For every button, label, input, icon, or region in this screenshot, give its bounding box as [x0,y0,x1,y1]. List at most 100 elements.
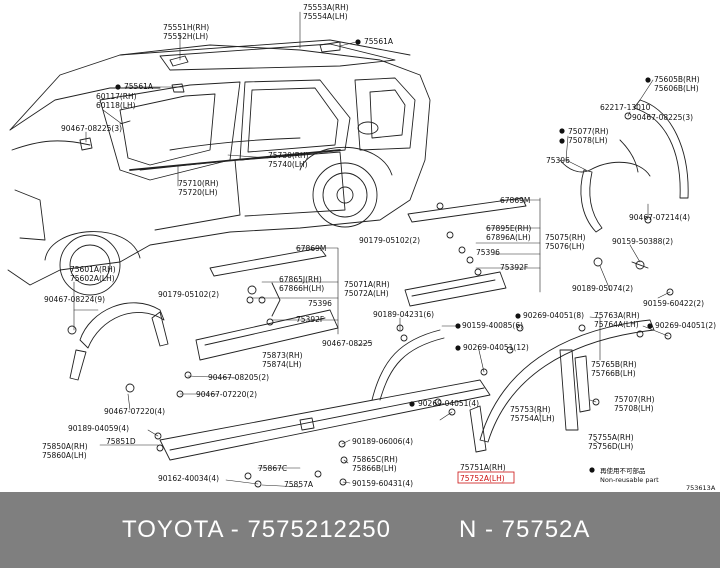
part-label: 90189-05074(2) [572,284,633,293]
part-label: 90159-60431(4) [352,479,413,488]
part-label: 75601A(RH) [70,265,116,274]
part-label: 90467-08205(2) [208,373,269,382]
part-label: 75851D [106,437,136,446]
part-label: 90467-08224(9) [44,295,105,304]
non-reusable-marker [647,323,653,329]
part-label: 75396 [546,156,570,165]
part-label: 75708(LH) [614,404,654,413]
part-label: 75602A(LH) [70,274,115,283]
part-label: 62217-13010 [600,103,651,112]
part-label: 90159-50388(2) [612,237,673,246]
part-label: 75071A(RH) [344,280,390,289]
non-reusable-marker [559,128,565,134]
leader-lines [73,11,671,488]
part-label: 75561A [364,37,394,46]
non-reusable-marker [559,138,565,144]
part-label: 75756D(LH) [588,442,633,451]
part-label: 75867C [258,464,287,473]
part-label: 75860A(LH) [42,451,87,460]
part-label: 75865C(RH) [352,455,398,464]
part-label: 75763A(RH) [594,311,640,320]
part-label: 90467-07214(4) [629,213,690,222]
part-label: 75850A(RH) [42,442,88,451]
part-label: 75740(LH) [268,160,308,169]
non-reusable-marker [645,77,651,83]
part-label: 75765B(RH) [591,360,637,369]
part-label: 75561A [124,82,154,91]
part-label: 90467-08225 [322,339,373,348]
parts-diagram-svg: 75553A(RH) 75554A(LH) 75551H(RH) 75552H(… [7,3,716,492]
part-label: 67895E(RH) [486,224,531,233]
non-reusable-marker [409,401,415,407]
part-label: 67869M [296,244,326,253]
figure-code: 753613A [686,484,716,492]
part-label: 75857A [284,480,314,489]
vehicle-body-drawing [7,39,431,296]
part-labels: 75553A(RH) 75554A(LH) 75551H(RH) 75552H(… [42,3,716,492]
quarter-belt-molding [434,319,672,453]
part-label: 75710(RH) [178,179,219,188]
part-label: 60118(LH) [96,101,136,110]
part-label: 75553A(RH) [303,3,349,12]
part-label: 75392F [296,315,324,324]
highlighted-part-label: 75752A(LH) [460,474,505,483]
part-label: 75866B(LH) [352,464,397,473]
part-label: 75078(LH) [568,136,608,145]
part-label: 90179-05102(2) [359,236,420,245]
non-reusable-marker [115,84,121,90]
legend-marker [589,467,595,473]
part-label: 75554A(LH) [303,12,348,21]
part-number-text: TOYOTA - 7575212250 [122,516,391,543]
part-label: 90269-04051(8) [523,311,584,320]
part-label: 75552H(LH) [163,32,208,41]
part-label: 90179-05102(2) [158,290,219,299]
part-label: 75605B(RH) [654,75,700,84]
part-label: 75755A(RH) [588,433,634,442]
part-label: 75551H(RH) [163,23,209,32]
part-label: 75707(RH) [614,395,655,404]
part-label: 90189-04231(6) [373,310,434,319]
footer-bar: TOYOTA - 7575212250 N - 75752A [0,492,720,568]
part-label: 90189-06006(4) [352,437,413,446]
part-label: 90467-08225(3) [632,113,693,122]
highlight-box [457,471,515,484]
part-markers [115,39,653,473]
rocker-panel-molding [154,324,491,488]
part-label: 75766B(LH) [591,369,636,378]
non-reusable-marker [355,39,361,45]
part-label: 75730(RH) [268,151,309,160]
part-label: 75753(RH) [510,405,551,414]
part-label: 90269-04051(4) [418,399,479,408]
non-reusable-marker [455,323,461,329]
legend-reuse-label: 再使用不可部品 [600,466,646,475]
part-label: 90467-07220(2) [196,390,257,399]
part-label: 90159-40085(6) [462,321,523,330]
part-label: 75764A(LH) [594,320,639,329]
part-label: 67865J(RH) [279,275,322,284]
part-label: 75392F [500,263,528,272]
legend-non-reusable-label: Non-reusable part [600,476,659,484]
rear-door-garnish [404,197,527,307]
parts-diagram: 75553A(RH) 75554A(LH) 75551H(RH) 75552H(… [7,3,717,492]
part-label: 67896A(LH) [486,233,531,242]
part-label: 90269-04051(12) [463,343,529,352]
part-label: 75396 [476,248,500,257]
part-label: 75077(RH) [568,127,609,136]
non-reusable-marker [515,313,521,319]
part-label: 90467-07220(4) [104,407,165,416]
front-wheel-arch-molding [67,302,192,398]
part-label: 75754A(LH) [510,414,555,423]
reference-number-text: N - 75752A [459,516,591,543]
part-label: 60117(RH) [96,92,137,101]
part-label: 75075(RH) [545,233,586,242]
part-label: 90162-40034(4) [158,474,219,483]
non-reusable-marker [455,345,461,351]
part-label: 75720(LH) [178,188,218,197]
part-label: 90269-04051(2) [655,321,716,330]
part-label: 75076(LH) [545,242,585,251]
part-label: 75873(RH) [262,351,303,360]
part-label: 67869M [500,196,530,205]
part-label: 75606B(LH) [654,84,699,93]
part-label: 75874(LH) [262,360,302,369]
part-label: 67866H(LH) [279,284,324,293]
